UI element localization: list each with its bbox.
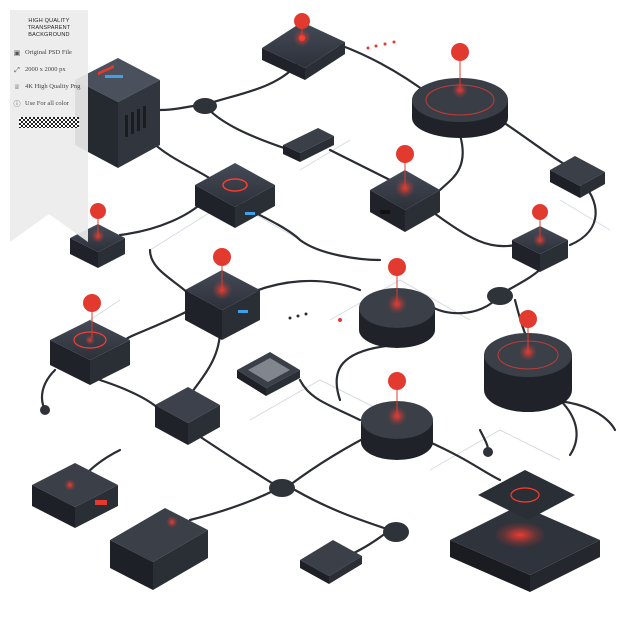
- signal-pin-icon: [213, 248, 231, 288]
- quality-badge: HIGH QUALITY TRANSPARENT BACKGROUND ▣ Or…: [10, 10, 88, 242]
- hub-center-right: [370, 170, 440, 232]
- signal-pin-icon: [519, 310, 537, 350]
- signal-pin-icon: [532, 204, 548, 238]
- cube-small: [155, 387, 220, 445]
- hub-left-lower: [50, 320, 130, 385]
- control-pad: [300, 540, 362, 584]
- info-icon: ⓘ: [13, 100, 21, 108]
- round-hub-right: [484, 333, 572, 412]
- resize-icon: ⤢: [14, 66, 20, 74]
- circuit-traces: [59, 139, 611, 471]
- round-hub-lower: [361, 401, 433, 460]
- adapter: [283, 128, 334, 162]
- hub-middle: [185, 270, 260, 340]
- signal-pin-icon: [388, 258, 406, 302]
- router-bottom-left: [32, 463, 118, 528]
- signal-pin-icon: [294, 13, 310, 36]
- badge-feature: ♕ 4K High Quality Png: [13, 83, 81, 91]
- connectors: [40, 98, 513, 542]
- badge-feature: ⤢ 2000 x 2000 px: [14, 66, 66, 74]
- hub-small-right: [512, 226, 568, 272]
- hub-top: [262, 22, 345, 80]
- device-bottom: [110, 508, 208, 590]
- hub-center-left: [195, 163, 275, 228]
- quality-icon: ♕: [13, 83, 21, 91]
- indicator-dots: [288, 40, 396, 322]
- signal-pin-icon: [451, 43, 469, 88]
- image-icon: ▣: [13, 49, 21, 57]
- round-hub-middle: [359, 288, 435, 348]
- round-hub-large: [412, 78, 508, 138]
- badge-feature: ⓘ Use For all color: [13, 100, 69, 108]
- hub-small-left: [70, 224, 125, 268]
- signal-pins: [83, 13, 548, 414]
- signal-pin-icon: [90, 203, 106, 234]
- mobile-device: [237, 352, 300, 396]
- signal-pin-icon: [388, 372, 406, 414]
- transparency-checker: [19, 117, 79, 128]
- badge-title: HIGH QUALITY TRANSPARENT BACKGROUND: [27, 18, 71, 38]
- signal-pin-icon: [83, 294, 101, 338]
- badge-feature: ▣ Original PSD File: [13, 49, 72, 57]
- switch-right: [550, 156, 605, 198]
- signal-pin-icon: [396, 145, 414, 186]
- wireless-charger: [450, 470, 600, 592]
